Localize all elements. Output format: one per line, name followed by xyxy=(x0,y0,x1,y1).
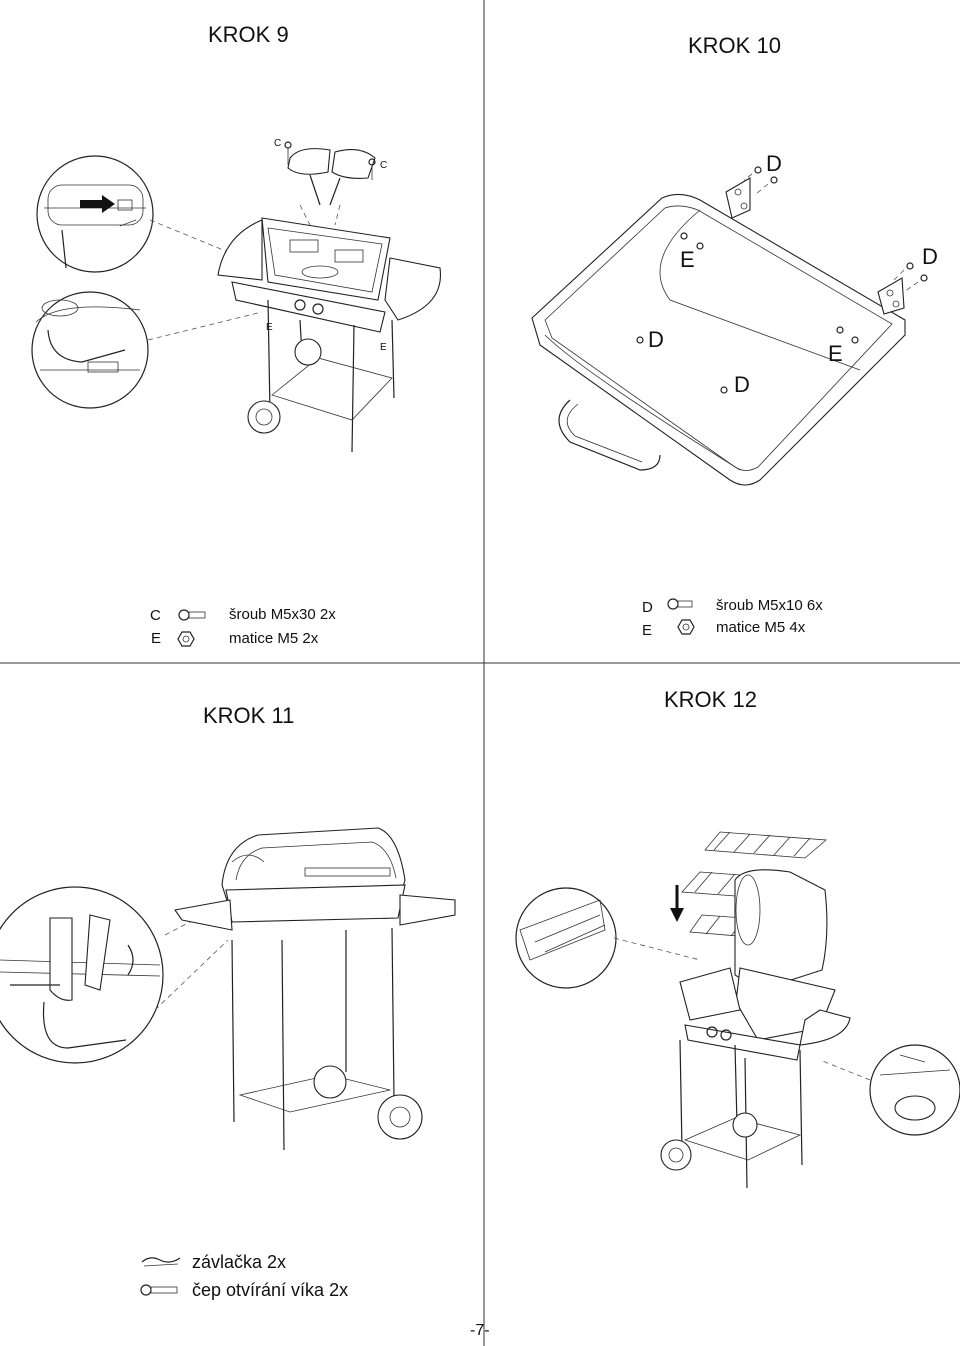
step9-illustration xyxy=(31,141,442,453)
step12-title: KROK 12 xyxy=(664,687,757,712)
step10-callout-d1: D xyxy=(766,151,782,176)
step9-grill-body xyxy=(217,217,442,453)
step10-part-text-e: matice M5 4x xyxy=(716,619,806,636)
step11-title: KROK 11 xyxy=(203,703,295,728)
step10-title: KROK 10 xyxy=(688,33,781,58)
step10-callout-e1: E xyxy=(680,247,695,272)
step10-callout-e2: E xyxy=(828,341,843,366)
step9-detail-circle-bottom xyxy=(31,291,149,409)
step10-part-text-d: šroub M5x10 6x xyxy=(716,597,823,614)
step10-callout-d4: D xyxy=(734,372,750,397)
step9-callout-c2: C xyxy=(380,160,388,171)
step9-part-text-c: šroub M5x30 2x xyxy=(229,606,336,623)
step10-callout-d3: D xyxy=(648,327,664,352)
step9-callout-e2: E xyxy=(380,342,387,353)
step9-part-letter-c: C xyxy=(150,607,161,624)
step11-part-text-cotter: závlačka 2x xyxy=(192,1252,287,1272)
step9-callout-c1: C xyxy=(274,138,282,149)
step9-burner-tube xyxy=(284,141,376,226)
step9-title: KROK 9 xyxy=(208,22,289,47)
step9-part-text-e: matice M5 2x xyxy=(229,630,319,647)
step10-part-letter-e: E xyxy=(642,622,653,639)
step9-part-letter-e: E xyxy=(151,630,162,647)
step11-part-text-pin: čep otvírání víka 2x xyxy=(192,1280,349,1300)
step9-detail-circle-top xyxy=(36,155,154,273)
page-number: -7- xyxy=(470,1322,490,1339)
step9-callout-e1: E xyxy=(266,322,273,333)
step10-part-letter-d: D xyxy=(642,599,653,616)
step10-callout-d2: D xyxy=(922,244,938,269)
